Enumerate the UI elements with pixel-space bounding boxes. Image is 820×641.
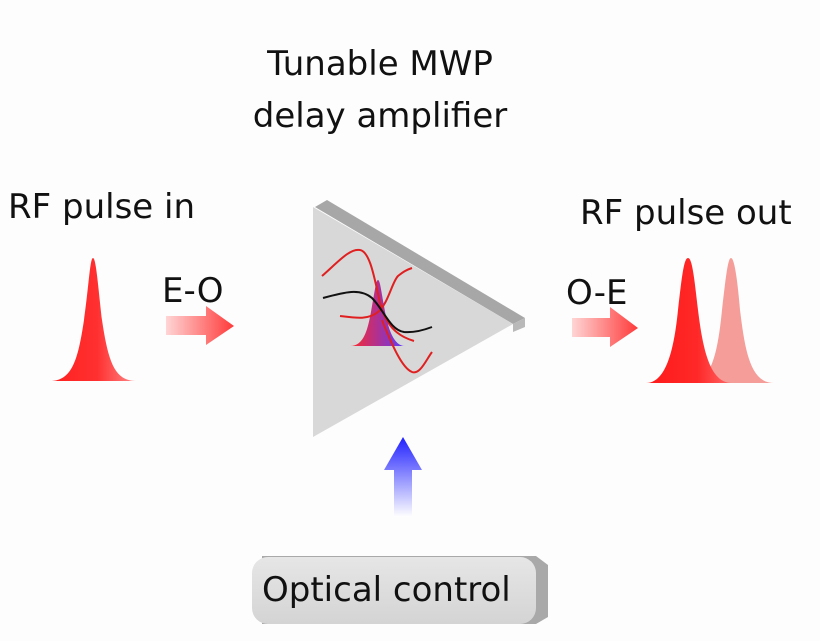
response-curve-tail xyxy=(381,319,433,374)
response-curve-lower xyxy=(339,267,413,319)
diagram-title: Tunable MWP delay amplifier xyxy=(0,38,760,142)
amplifier-triangle xyxy=(313,207,513,437)
amplifier-edge xyxy=(315,200,525,324)
control-label: Optical control xyxy=(262,570,511,610)
input-pulse xyxy=(50,258,136,381)
oe-arrow-icon xyxy=(572,307,638,347)
oe-label: O-E xyxy=(566,273,628,313)
output-delayed-pulse xyxy=(690,258,774,383)
eo-arrow-icon xyxy=(166,306,234,345)
control-box xyxy=(252,557,536,624)
eo-label: E-O xyxy=(162,271,224,311)
output-label: RF pulse out xyxy=(580,193,792,233)
amplifier-edge-lower xyxy=(513,318,525,332)
output-pulse xyxy=(646,258,732,383)
phase-curve xyxy=(322,291,433,334)
title-line-2: delay amplifier xyxy=(252,96,508,136)
input-label: RF pulse in xyxy=(8,187,195,227)
response-curve-upper xyxy=(321,248,415,342)
control-arrow-icon xyxy=(384,437,422,517)
title-line-1: Tunable MWP xyxy=(267,44,493,84)
